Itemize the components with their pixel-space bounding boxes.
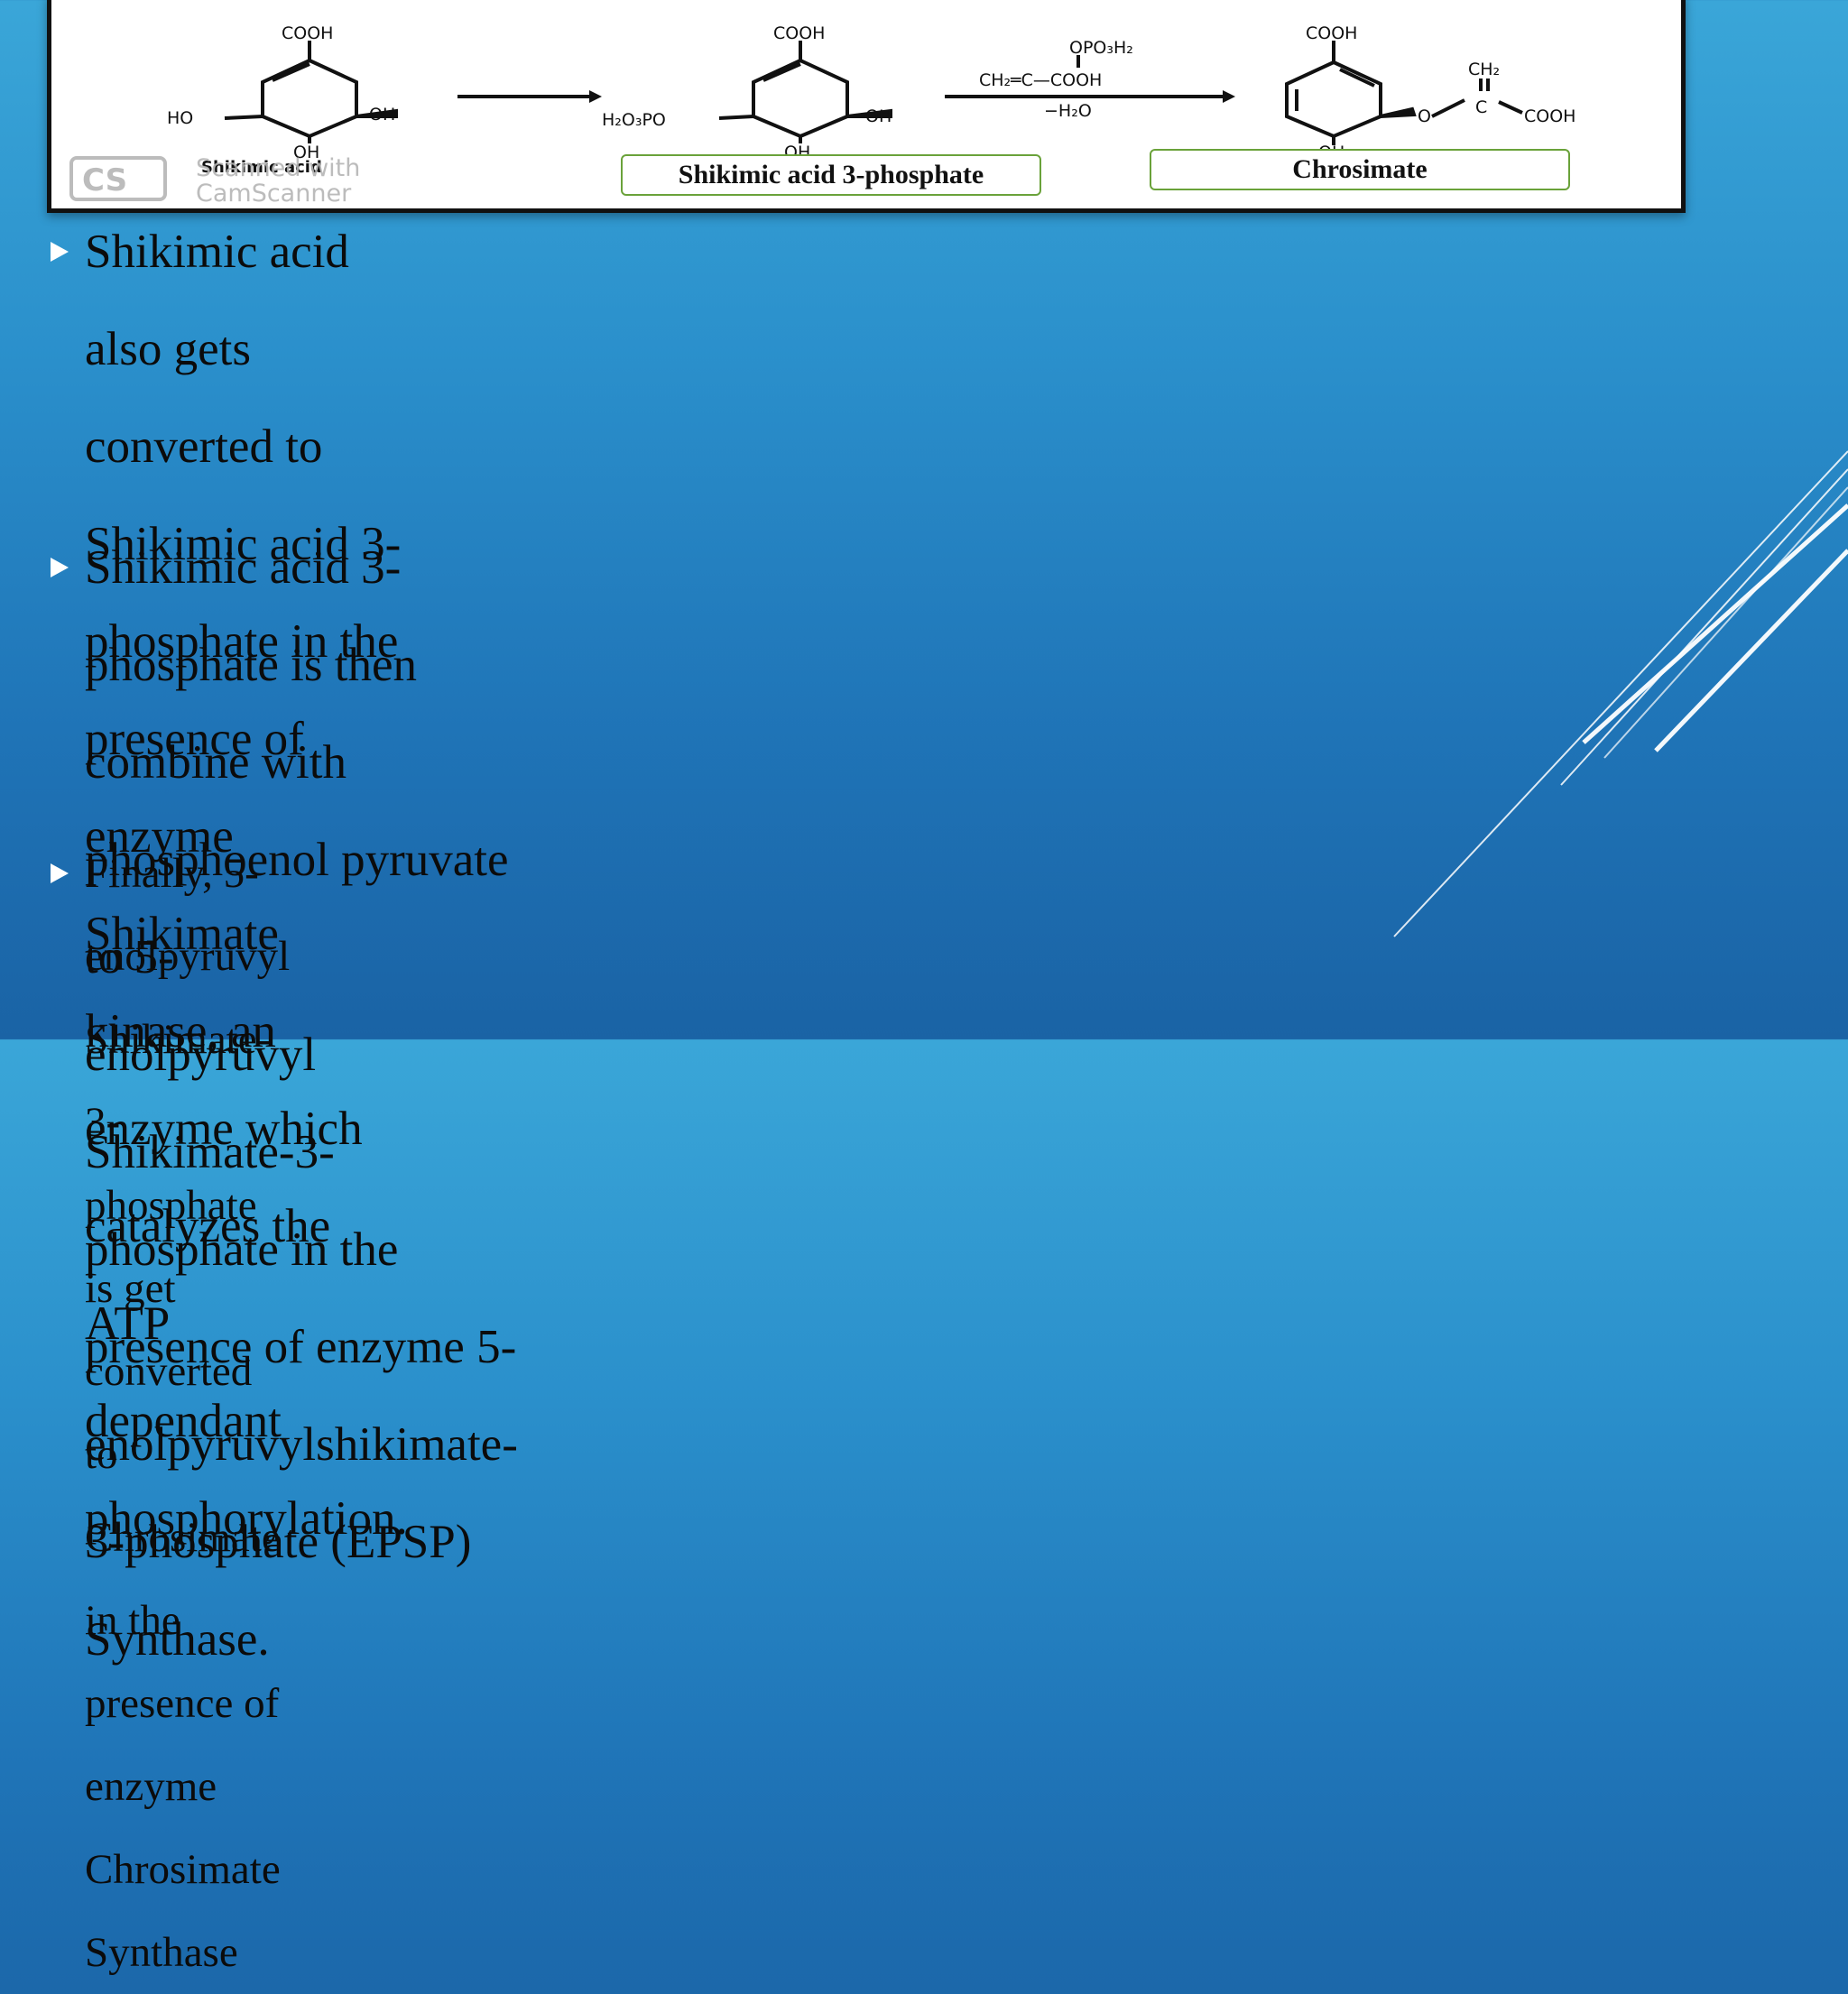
compound3-top-group: COOH <box>1306 23 1357 43</box>
compound1-bottom-group: OH <box>293 143 319 162</box>
compound2-top-group: COOH <box>773 23 825 43</box>
compound1-name: Shikimic acid <box>201 158 322 177</box>
reagent-bottom: −H₂O <box>1044 101 1092 121</box>
bullet-line: Shikimic acid 3-phosphate is then combin… <box>85 541 509 983</box>
compound3-ether-o: O <box>1418 106 1431 126</box>
label-shikimic-acid-3-phosphate: Shikimic acid 3-phosphate <box>621 154 1041 196</box>
compound2-left-group: H₂O₃PO <box>602 110 666 130</box>
watermark-logo: CS <box>82 162 127 198</box>
compound1-right-group: OH <box>369 105 395 125</box>
bullet-text: Finally, 5-enolpyruvyl Shikimate-3-phosp… <box>85 832 290 1994</box>
compound3-cooh: COOH <box>1524 106 1575 126</box>
reaction-diagram: COOH HO OH OH Shikimic acid COOH H₂O₃PO … <box>47 0 1686 213</box>
compound1-top-group: COOH <box>282 23 333 43</box>
watermark-line2: CamScanner <box>196 180 352 208</box>
compound3-ch2: CH₂ <box>1468 60 1500 79</box>
bullet-line: presence of enzyme Chrosimate Synthase <box>85 1680 281 1976</box>
reaction-scheme: COOH HO OH OH Shikimic acid COOH H₂O₃PO … <box>69 23 1575 208</box>
label-chrosimate: Chrosimate <box>1150 149 1570 190</box>
compound3-c: C <box>1475 97 1487 117</box>
bullet-arrow-icon <box>51 242 69 262</box>
camscanner-watermark: CS Scanned with CamScanner <box>69 154 360 208</box>
watermark-line1: Scanned with <box>196 154 360 182</box>
reagent-top: OPO₃H₂ <box>1069 38 1133 58</box>
compound2-right-group: OH <box>865 106 892 126</box>
bullet-arrow-icon <box>51 558 69 577</box>
bullet-arrow-icon <box>51 863 69 883</box>
bullet-line: Shikimic acid also gets converted to Shi… <box>85 226 402 668</box>
reagent-middle: CH₂═C—COOH <box>979 70 1102 90</box>
bullet-line: Finally, 5-enolpyruvyl Shikimate-3-phosp… <box>85 850 291 1644</box>
compound1-left-group: HO <box>167 108 193 128</box>
